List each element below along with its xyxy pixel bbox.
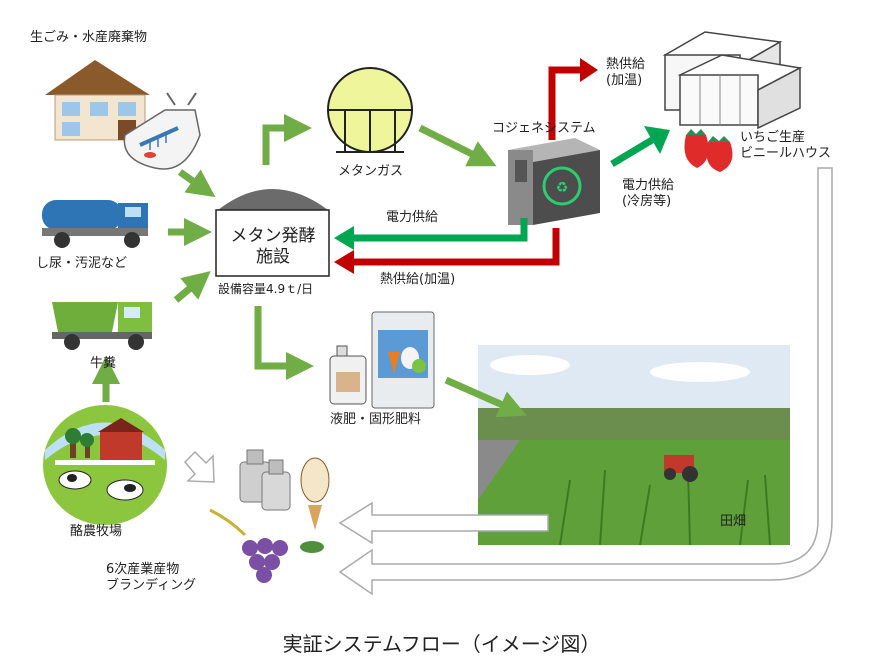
cogeneration-unit-icon: ♻ xyxy=(508,138,600,225)
power-to-greenhouse-arrow xyxy=(610,126,670,168)
vacuum-truck-icon xyxy=(42,200,148,248)
greenhouse-to-products-arrow xyxy=(338,167,833,596)
methane-facility-label: メタン発酵 施設 xyxy=(230,226,316,268)
sixth-industry-products-icon xyxy=(209,449,330,583)
fertilizer-label: 液肥・固形肥料 xyxy=(330,412,422,427)
field-to-products-arrow xyxy=(338,501,549,545)
power-to-facility-arrow xyxy=(334,218,528,250)
sixth-industry-label: 6次産業産物 ブランディング xyxy=(106,562,197,594)
farm-field-scene xyxy=(478,345,790,546)
heat-supply-greenhouse-label: 熱供給 (加温) xyxy=(606,57,646,89)
greenhouse-icon xyxy=(662,31,803,130)
dairy-to-products-arrow xyxy=(183,450,215,483)
strawberry-icon xyxy=(684,129,733,172)
heat-to-facility-arrow xyxy=(334,228,560,274)
dairy-farm-icon xyxy=(43,405,167,525)
manure-label: 牛糞 xyxy=(90,356,117,371)
food-waste-label: 生ごみ・水産廃棄物 xyxy=(30,30,148,45)
diagram-caption: 実証システムフロー（イメージ図） xyxy=(282,632,601,656)
sludge-label: し尿・汚泥など xyxy=(36,256,128,271)
gas-holder-icon xyxy=(327,67,413,153)
liquid-fertilizer-icon xyxy=(329,345,367,405)
greenhouse-label: いちご生産 ビニールハウス xyxy=(740,130,832,162)
svg-text:♻: ♻ xyxy=(556,180,569,196)
methane-facility-shape xyxy=(215,189,330,277)
heat-to-greenhouse-arrow xyxy=(548,58,598,140)
field-label: 田畑 xyxy=(720,514,747,529)
power-supply-label: 電力供給 xyxy=(386,210,439,225)
fertilizer-bag-icon xyxy=(371,311,435,409)
heat-supply-label: 熱供給(加温) xyxy=(380,272,456,287)
fish-bag-icon xyxy=(123,92,201,170)
dump-truck-icon xyxy=(52,302,152,350)
facility-capacity-label: 設備容量4.9ｔ/日 xyxy=(218,282,314,296)
methane-gas-label: メタンガス xyxy=(338,164,404,179)
dairy-farm-label: 酪農牧場 xyxy=(70,524,123,539)
flow-arrows xyxy=(92,114,527,418)
house-icon xyxy=(45,60,150,141)
cogeneration-label: コジェネシステム xyxy=(492,121,596,136)
power-supply-cooling-label: 電力供給 (冷房等) xyxy=(622,178,675,210)
